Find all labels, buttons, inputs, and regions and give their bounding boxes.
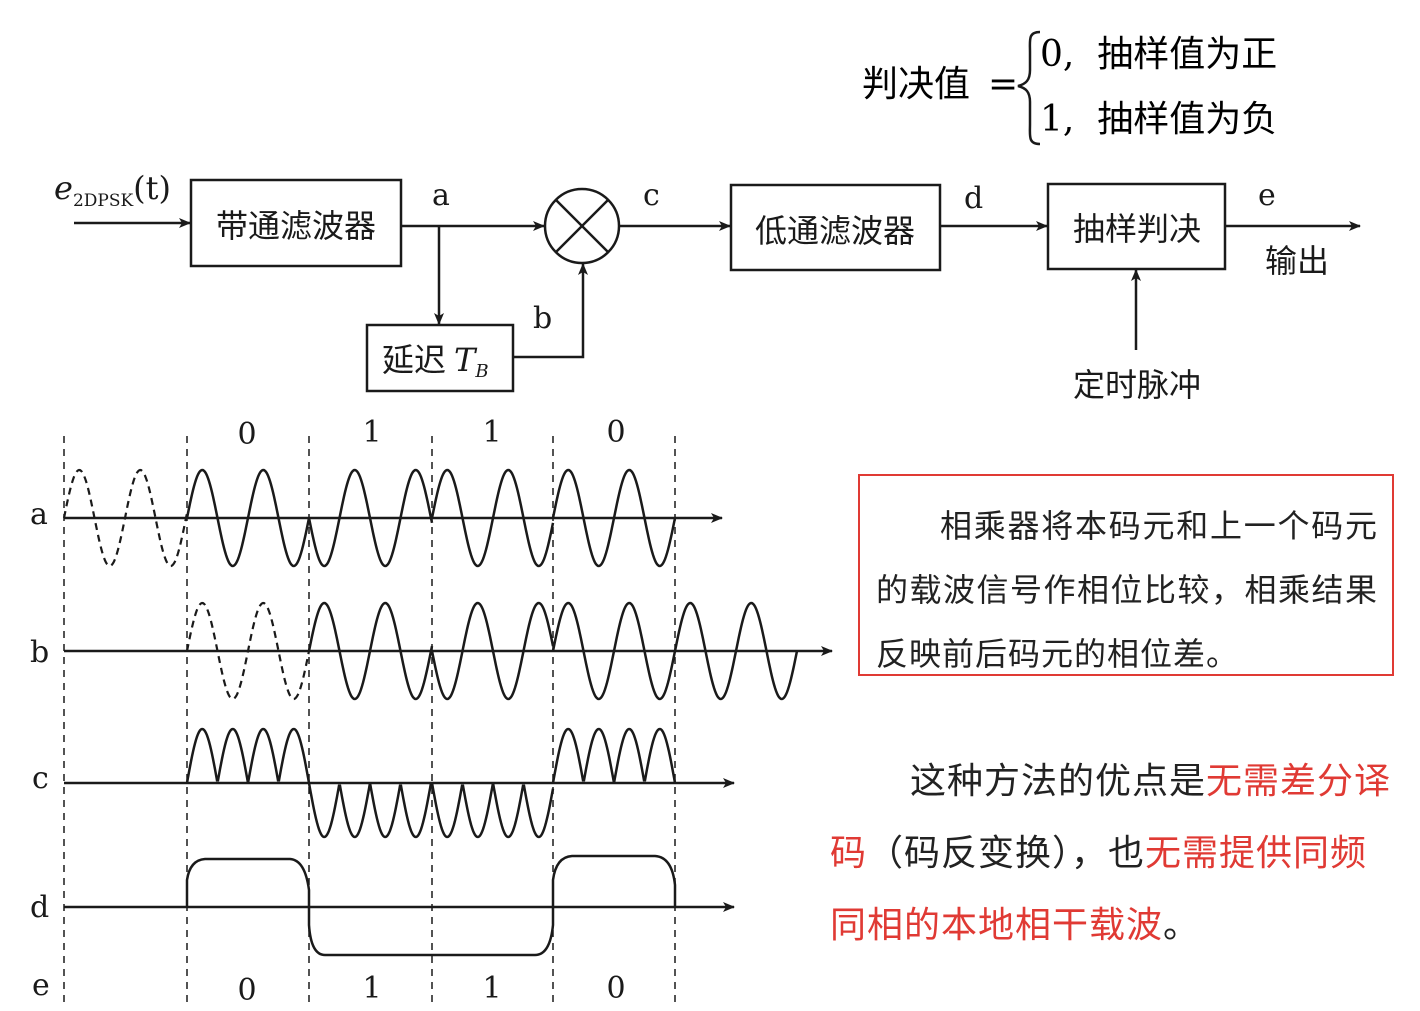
wave-a-symbol-1: [185, 468, 311, 568]
advantage-highlight-2: 无需提供同频同相的本地相干载波: [830, 833, 1368, 946]
decision-brace: [1017, 30, 1041, 146]
waveform-grid: [62, 436, 833, 1002]
node-d-label: d: [964, 181, 983, 216]
node-e-label: e: [1258, 178, 1276, 213]
bit-bottom-4: 0: [606, 971, 625, 1006]
bit-top-4: 0: [606, 415, 625, 450]
row-label-e: e: [32, 968, 50, 1003]
row-label-b: b: [30, 635, 49, 670]
row-label-c: c: [32, 761, 49, 796]
wave-c-symbol-3: [430, 782, 555, 839]
bit-top-3: 1: [482, 415, 501, 450]
decision-case-1: 1, 抽样值为负: [1040, 99, 1277, 140]
bit-top-2: 1: [362, 415, 381, 450]
node-c-label: c: [643, 178, 660, 213]
wave-c-symbol-1: [185, 727, 311, 784]
wire-b: [513, 263, 588, 359]
output-label: 输出: [1265, 242, 1329, 280]
note-box: 相乘器将本码元和上一个码元的载波信号作相位比较，相乘结果反映前后码元的相位差。: [858, 474, 1394, 676]
sampler-label: 抽样判决: [1073, 210, 1201, 248]
row-label-d: d: [30, 890, 49, 925]
decision-lhs: 判决值: [862, 64, 970, 105]
timing-label: 定时脉冲: [1073, 366, 1201, 404]
node-b-label: b: [533, 301, 552, 336]
decision-rule: 判决值 = 0, 抽样值为正 1, 抽样值为负: [862, 30, 1277, 146]
node-a-label: a: [432, 178, 450, 213]
bit-top-1: 0: [237, 417, 256, 452]
advantage-part-1: 这种方法的优点是: [910, 761, 1207, 802]
bit-bottom-1: 0: [237, 973, 256, 1008]
row-label-a: a: [30, 497, 48, 532]
wave-a-symbol-3: [430, 468, 555, 568]
wave-b-symbol-3: [551, 601, 677, 701]
lpf-label: 低通滤波器: [755, 212, 915, 250]
wave-b-reference: [185, 601, 311, 701]
wave-b-symbol-1: [307, 601, 434, 701]
note-text: 相乘器将本码元和上一个码元的载波信号作相位比较，相乘结果反映前后码元的相位差。: [876, 507, 1378, 673]
bit-bottom-2: 1: [362, 971, 381, 1006]
advantage-part-3: 。: [1163, 905, 1201, 946]
block-diagram: [74, 178, 1361, 393]
lpf-box: [729, 183, 942, 272]
decision-eq: =: [988, 64, 1018, 105]
bit-bottom-3: 1: [482, 971, 501, 1006]
waveform-labels: a b c d e 0 1 1 0 0 1 1 0: [30, 415, 626, 1008]
decision-case-0: 0, 抽样值为正: [1040, 34, 1277, 75]
wave-a-symbol-4: [551, 468, 677, 568]
advantage-highlight-1: 无需差分译码: [830, 761, 1392, 874]
bpf-box: [189, 178, 403, 268]
advantage-part-2: （码反变换），也: [867, 833, 1146, 874]
wave-a-reference: [62, 468, 189, 568]
wave-d: [185, 854, 677, 957]
wave-b-symbol-2: [430, 601, 555, 701]
input-label: e2DPSK(t): [54, 169, 171, 211]
wave-c-symbol-4: [551, 727, 677, 784]
bpf-label: 带通滤波器: [216, 207, 376, 245]
advantage-text: 这种方法的优点是无需差分译码（码反变换），也无需提供同频同相的本地相干载波。: [830, 746, 1392, 962]
wave-b-symbol-4: [673, 601, 799, 701]
wave-a-symbol-2: [307, 468, 434, 568]
wave-c-symbol-2: [307, 782, 434, 839]
